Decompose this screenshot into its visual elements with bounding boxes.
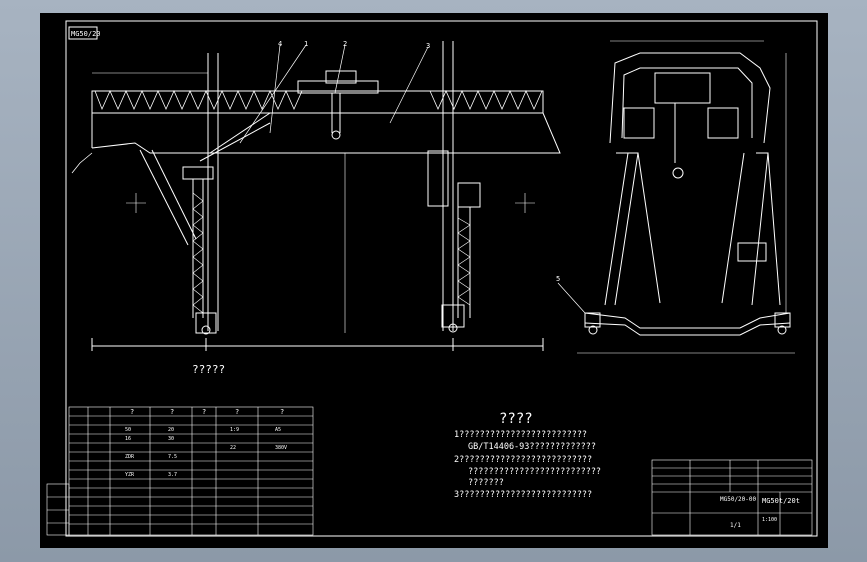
- front-view: [71, 41, 561, 351]
- parameters-table: [46, 406, 314, 536]
- note-line-4: ??????????????????????????: [468, 467, 601, 477]
- callout-1: 1: [304, 40, 308, 48]
- table-cell: 50: [125, 427, 131, 433]
- drawing-sheet: MG50/20 ????? 1 2 3 4 5 ???? 1??????????…: [40, 13, 828, 548]
- title-sheet: 1/1: [730, 522, 741, 529]
- title-scale: 1:100: [762, 517, 777, 523]
- table-cell: 22: [230, 445, 236, 451]
- table-header-4: ?: [235, 408, 239, 416]
- table-cell: ZDR: [125, 454, 135, 460]
- table-cell: 1:9: [230, 427, 239, 433]
- corner-label: MG50/20: [71, 30, 101, 38]
- cad-drawing: MG50/20 ????? 1 2 3 4 5 ???? 1??????????…: [46, 20, 818, 537]
- note-line-3: 2??????????????????????????: [454, 455, 592, 465]
- front-view-caption: ?????: [192, 363, 225, 376]
- table-cell: A5: [275, 427, 281, 433]
- table-cell: 20: [168, 427, 174, 433]
- sheet-border: [65, 20, 818, 537]
- title-name: MG50t/20t: [762, 497, 800, 505]
- table-header-1: ?: [130, 408, 134, 416]
- table-cell: 3.7: [168, 472, 177, 478]
- table-header-3: ?: [202, 408, 206, 416]
- table-header-2: ?: [170, 408, 174, 416]
- table-header-5: ?: [280, 408, 284, 416]
- table-cell: YZR: [125, 472, 135, 478]
- side-callout: 5: [556, 275, 560, 283]
- table-cell: 7.5: [168, 454, 177, 460]
- corner-label-box: [68, 26, 98, 40]
- callout-2: 2: [343, 40, 347, 48]
- title-block: [651, 459, 813, 536]
- note-line-1: 1?????????????????????????: [454, 430, 587, 440]
- callout-4: 4: [278, 40, 282, 48]
- callout-3: 3: [426, 42, 430, 50]
- table-cell: 16: [125, 436, 131, 442]
- table-cell: 30: [168, 436, 174, 442]
- note-line-6: 3??????????????????????????: [454, 490, 592, 500]
- note-line-2: GB/T14406-93?????????????: [468, 442, 596, 452]
- table-cell: 380V: [275, 445, 287, 451]
- side-view: [557, 40, 795, 354]
- notes-heading: ????: [499, 411, 533, 427]
- note-line-5: ???????: [468, 478, 504, 488]
- title-drawing-no: MG50/20-00: [720, 496, 757, 503]
